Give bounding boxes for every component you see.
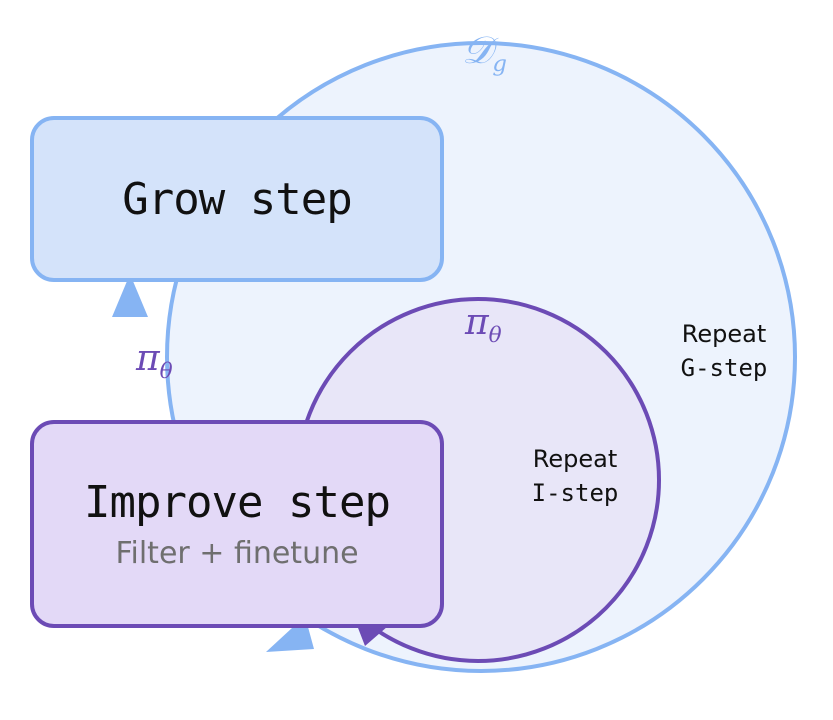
arrow-to-grow-icon (112, 274, 148, 317)
dataset-symbol: 𝒟g (462, 28, 507, 77)
policy-symbol-grow: πθ (136, 338, 173, 384)
repeat-i-step: I-step (531, 479, 619, 507)
repeat-g-word: Repeat (681, 320, 767, 348)
improve-step-subtitle: Filter + finetune (115, 536, 359, 571)
repeat-i-word: Repeat (532, 445, 618, 473)
grow-step-box: Grow step (30, 116, 444, 282)
improve-step-title: Improve step (84, 477, 391, 528)
policy-symbol-improve: πθ (465, 302, 502, 348)
repeat-g-step: G-step (680, 354, 768, 382)
repeat-i-step-label: Repeat I-step (515, 442, 635, 510)
repeat-g-step-label: Repeat G-step (664, 317, 784, 385)
grow-step-title: Grow step (122, 173, 352, 225)
improve-step-box: Improve step Filter + finetune (30, 420, 444, 628)
